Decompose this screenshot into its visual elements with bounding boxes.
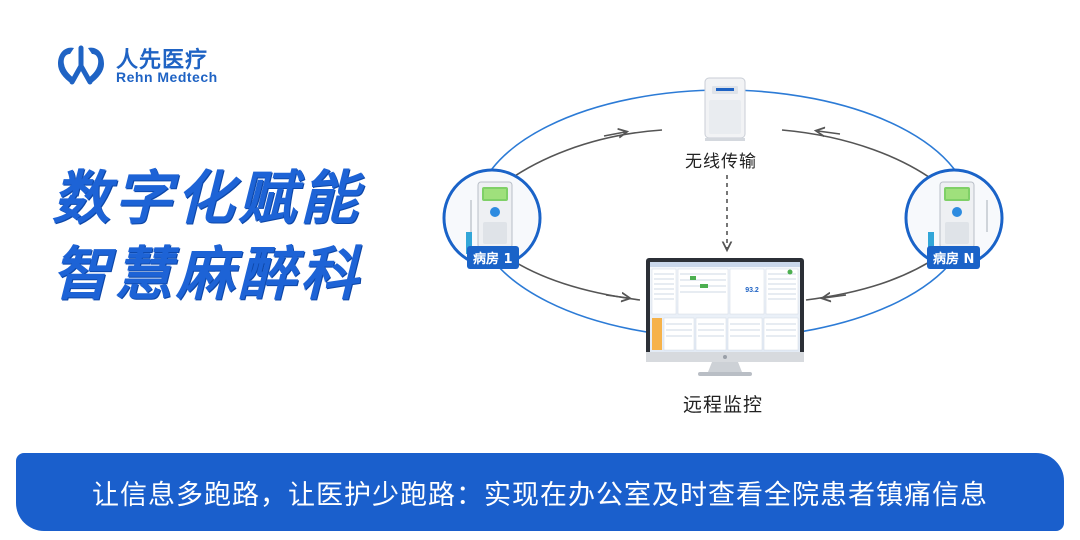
headline-line-1: 数字化赋能 [52,164,363,232]
headline-line-2: 智慧麻醉科 [52,240,363,308]
monitor-icon: 93.2 [646,258,804,376]
brand-name-cn: 人先医疗 [116,48,209,73]
brand-logo-icon [58,45,104,85]
arrow-bottom-right [824,295,847,298]
monitor-reading: 93.2 [745,287,759,294]
ward-1-label: 病房 1 [467,246,519,269]
brand-name-en: Rehn Medtech [116,69,218,85]
arc-bottom-right [805,251,946,301]
network-diagram: 93.2 [442,77,1004,376]
ward-n-label: 病房 N [927,246,981,269]
arc-bottom-left [499,251,641,301]
remote-monitor-label: 远程监控 [683,394,764,416]
arrow-top-right [818,131,841,134]
wireless-transmitter-icon [704,77,746,141]
arrow-top-left [603,132,625,136]
bottom-banner: 让信息多跑路，让医护少跑路：实现在办公室及时查看全院患者镇痛信息 [16,453,1064,531]
banner-text: 让信息多跑路，让医护少跑路：实现在办公室及时查看全院患者镇痛信息 [92,479,988,511]
arrow-bottom-left [605,295,628,298]
headline: 数字化赋能 智慧麻醉科 [52,160,363,312]
wireless-label: 无线传输 [685,152,757,172]
arc-top-right [781,129,941,186]
